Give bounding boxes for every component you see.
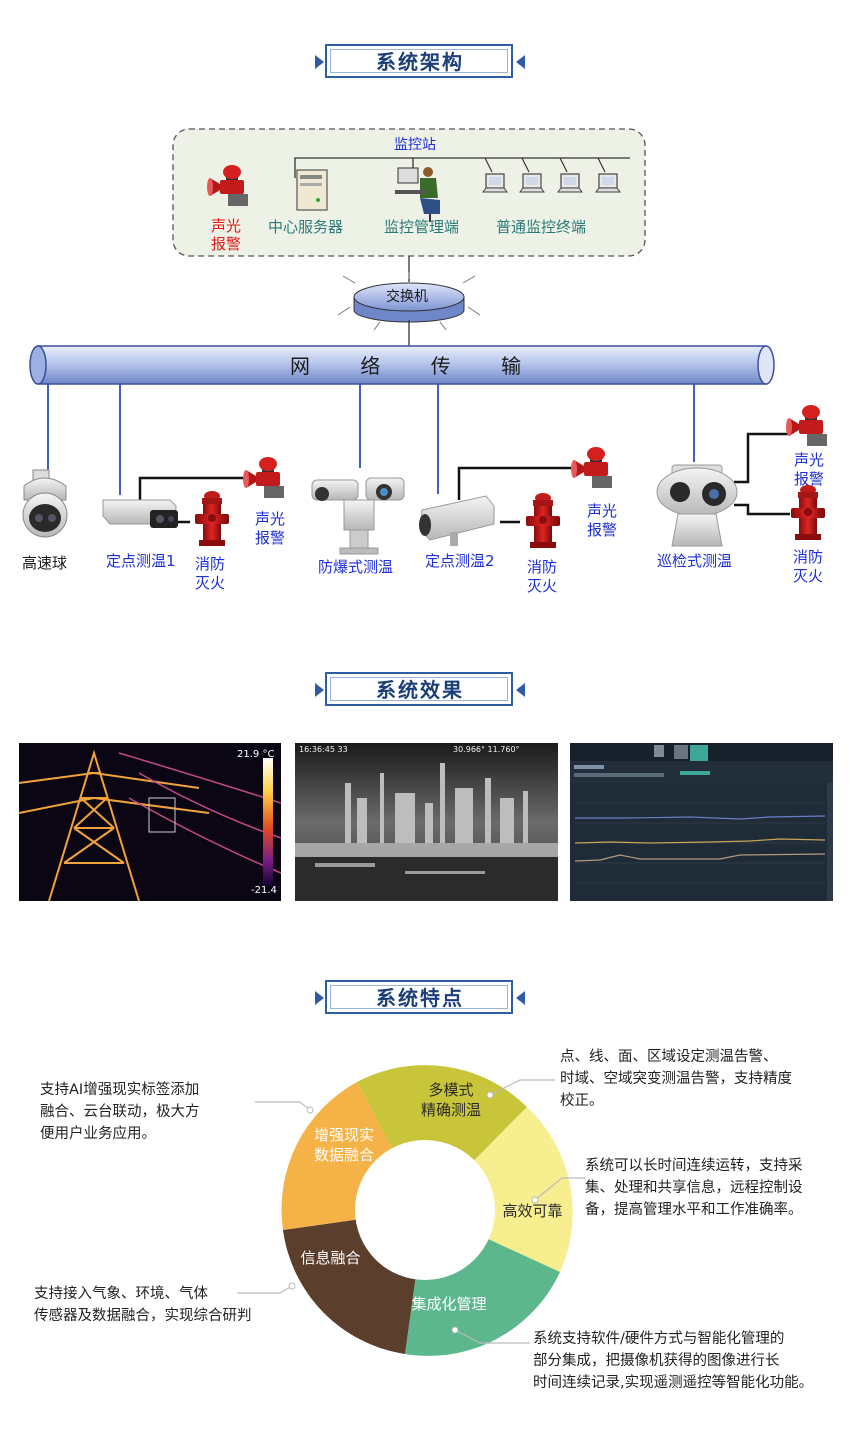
terminal-icon	[482, 173, 508, 193]
switch-label: 交换机	[386, 289, 428, 305]
section-title: 系统特点	[376, 986, 464, 1010]
alarm-1-label-1: 声光	[255, 510, 286, 528]
explosion-proof-camera-icon	[311, 477, 405, 555]
night-timestamp: 16:36:45 33	[299, 745, 348, 754]
station-title: 监控站	[394, 137, 436, 153]
left-arrow-icon	[315, 991, 324, 1005]
hydrant-3-icon	[791, 485, 825, 540]
caption-line: 系统可以长时间连续运转，支持采	[585, 1158, 803, 1174]
fire-1-label-1: 消防	[195, 555, 226, 573]
caption-line: 校正。	[560, 1093, 604, 1109]
hydrant-1-icon	[195, 491, 229, 546]
wheel-center	[355, 1140, 495, 1280]
left-arrow-icon	[315, 55, 324, 69]
features-wheel	[237, 1065, 585, 1356]
patrol-camera-icon	[656, 464, 738, 547]
fixed-1-label: 定点测温1	[106, 552, 176, 570]
caption-efficient: 系统可以长时间连续运转，支持采 集、处理和共享信息，远程控制设 备，提高管理水平…	[585, 1155, 840, 1221]
caption-line: 集、处理和共享信息，远程控制设	[585, 1180, 803, 1196]
terminal-icon	[595, 173, 621, 193]
caption-line: 支持接入气象、环境、气体	[34, 1286, 208, 1302]
thermal-tower-image: 21.9 °C -21.4	[19, 743, 281, 901]
patrol-label: 巡检式测温	[657, 552, 733, 570]
fire-2-label-2: 灭火	[527, 577, 558, 595]
section-header-features: 系统特点	[315, 978, 525, 1018]
segment-label-multi-mode: 多模式 精确测温	[415, 1080, 487, 1120]
caption-integrated: 系统支持软件/硬件方式与智能化管理的 部分集成，把摄像机获得的图像进行长 时间连…	[533, 1328, 843, 1394]
section-header-architecture: 系统架构	[315, 42, 525, 82]
caption-ar: 支持AI增强现实标签添加 融合、云台联动，极大方 便用户业务应用。	[40, 1079, 240, 1145]
caption-line: 便用户业务应用。	[40, 1126, 156, 1142]
caption-line: 时间连续记录,实现遥测遥控等智能化功能。	[533, 1375, 814, 1391]
caption-data-fusion: 支持接入气象、环境、气体 传感器及数据融合，实现综合研判	[34, 1283, 284, 1327]
segment-label-line: 多模式	[428, 1081, 474, 1099]
caption-line: 系统支持软件/硬件方式与智能化管理的	[533, 1331, 785, 1347]
caption-line: 部分集成，把摄像机获得的图像进行长	[533, 1353, 780, 1369]
caption-multi-mode: 点、线、面、区域设定测温告警、 时域、空域突变测温告警，支持精度 校正。	[560, 1046, 830, 1112]
segment-label-efficient: 高效可靠	[495, 1201, 570, 1221]
architecture-diagram	[22, 128, 827, 555]
network-label: 网 络 传 输	[290, 354, 544, 378]
segment-label-line: 数据融合	[313, 1146, 374, 1164]
alarm-2-label-2: 报警	[587, 521, 618, 539]
segment-label-data-fusion: 信息融合	[293, 1248, 368, 1268]
server-icon	[296, 169, 328, 211]
normal-terminal-label: 普通监控终端	[496, 218, 587, 236]
thermal-min-label: -21.4	[251, 885, 277, 896]
thermal-max-label: 21.9 °C	[237, 749, 275, 760]
caption-line: 传感器及数据融合，实现综合研判	[34, 1308, 252, 1324]
caption-line: 时域、空域突变测温告警，支持精度	[560, 1071, 792, 1087]
segment-multi-mode	[357, 1065, 527, 1210]
fire-1-label-2: 灭火	[195, 574, 226, 592]
software-trend-screenshot	[570, 743, 833, 901]
right-arrow-icon	[516, 683, 525, 697]
alarm-1-icon	[243, 457, 284, 498]
caption-line: 融合、云台联动，极大方	[40, 1104, 200, 1120]
caption-line: 支持AI增强现实标签添加	[40, 1082, 200, 1098]
alarm-2-label-1: 声光	[587, 502, 618, 520]
alarm-3-label-2: 报警	[794, 470, 825, 488]
terminal-icon	[519, 173, 545, 193]
segment-label-line: 精确测温	[420, 1101, 481, 1119]
operator-icon	[395, 167, 440, 222]
alarm-1-label-2: 报警	[255, 529, 286, 547]
segment-label-line: 信息融合	[300, 1249, 361, 1267]
alarm-3-icon	[786, 405, 827, 446]
alarm-2-icon	[571, 447, 612, 488]
fire-3-label-1: 消防	[793, 548, 824, 566]
caption-line: 点、线、面、区域设定测温告警、	[560, 1049, 778, 1065]
fire-3-label-2: 灭火	[793, 567, 824, 585]
section-title: 系统效果	[376, 678, 464, 702]
alarm-3-label-1: 声光	[794, 451, 825, 469]
segment-label-line: 集成化管理	[411, 1295, 487, 1313]
terminal-icon	[557, 173, 583, 193]
mgmt-terminal-label: 监控管理端	[384, 218, 460, 236]
segment-label-integrated: 集成化管理	[404, 1294, 494, 1314]
right-arrow-icon	[516, 55, 525, 69]
speed-dome-label: 高速球	[22, 554, 68, 572]
fire-2-label-1: 消防	[527, 558, 558, 576]
caption-line: 备，提高管理水平和工作准确率。	[585, 1202, 803, 1218]
hydrant-2-icon	[526, 493, 560, 548]
speed-dome-camera-icon	[22, 469, 68, 538]
night-coords: 30.966° 11.760°	[453, 745, 520, 754]
segment-label-line: 高效可靠	[502, 1202, 563, 1220]
central-server-label: 中心服务器	[268, 218, 344, 236]
station-alarm-label-1: 声光	[211, 217, 242, 235]
fixed-camera-2-icon	[419, 495, 495, 546]
switch-icon	[353, 282, 465, 323]
left-arrow-icon	[315, 683, 324, 697]
night-vision-plant-image: 16:36:45 33 30.966° 11.760°	[295, 743, 558, 901]
fixed-2-label: 定点测温2	[425, 552, 495, 570]
section-title: 系统架构	[376, 50, 464, 74]
segment-label-ar: 增强现实 数据融合	[305, 1125, 383, 1165]
fixed-camera-1-icon	[102, 499, 178, 528]
network-pipe	[29, 345, 775, 385]
station-alarm-label-2: 报警	[211, 235, 242, 253]
segment-efficient	[425, 1107, 573, 1272]
explosion-proof-label: 防爆式测温	[318, 558, 394, 576]
right-arrow-icon	[516, 991, 525, 1005]
segment-label-line: 增强现实	[313, 1126, 374, 1144]
section-header-effect: 系统效果	[315, 670, 525, 710]
